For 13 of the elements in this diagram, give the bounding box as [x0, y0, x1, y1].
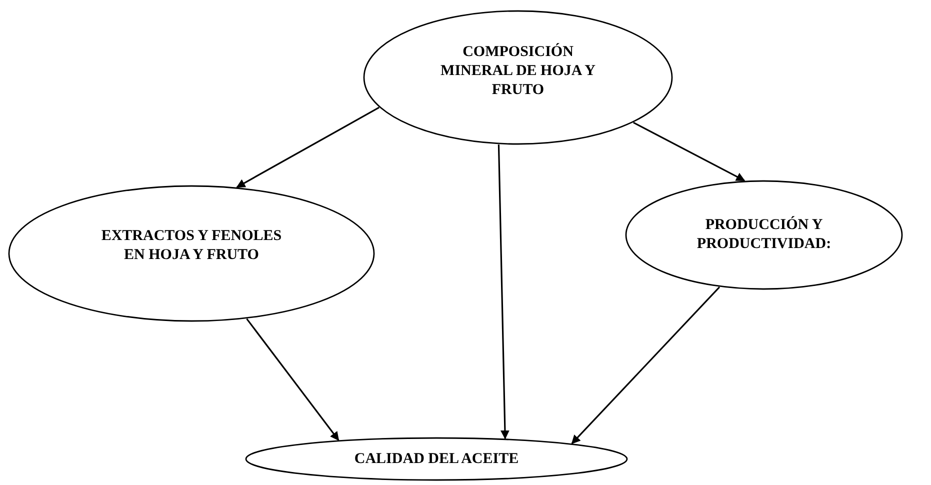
arrow	[633, 122, 746, 182]
node-label: COMPOSICIÓN MINERAL DE HOJA Y FRUTO	[440, 43, 596, 100]
arrow	[236, 106, 380, 188]
node-label: EXTRACTOS Y FENOLES EN HOJA Y FRUTO	[100, 226, 283, 264]
node-label: PRODUCCIÓN Y PRODUCTIVIDAD:	[696, 216, 832, 254]
node-label: CALIDAD DEL ACEITE	[354, 450, 519, 468]
ellipse-node	[625, 180, 903, 290]
ellipse-node	[363, 10, 673, 145]
ellipse-node	[8, 185, 375, 322]
arrow	[246, 318, 340, 441]
ellipse-node	[245, 437, 628, 481]
arrow	[571, 286, 720, 444]
arrow	[498, 144, 510, 440]
